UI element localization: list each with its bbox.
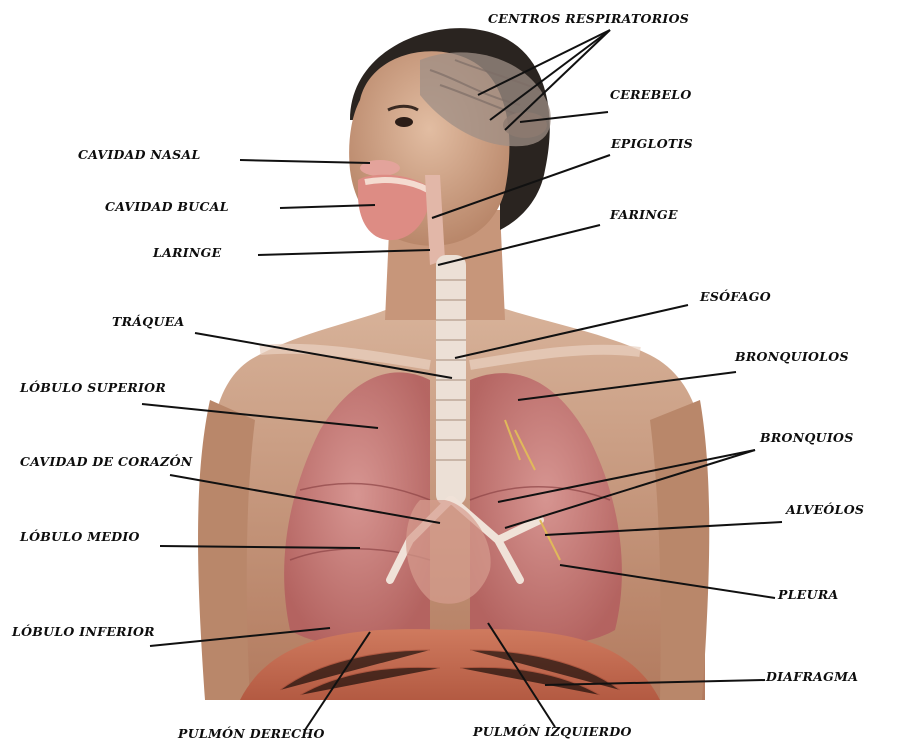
label-cerebelo: CEREBELO [610,88,692,102]
label-lobulo-inferior: LÓBULO INFERIOR [12,625,155,639]
label-laringe: LARINGE [153,246,221,260]
left-arm [198,400,255,700]
label-diafragma: DIAFRAGMA [766,670,858,684]
label-pulmon-izquierdo: PULMÓN IZQUIERDO [473,725,632,739]
label-cavidad-corazon: CAVIDAD DE CORAZÓN [20,455,193,469]
label-cavidad-nasal: CAVIDAD NASAL [78,148,201,162]
label-traquea: TRÁQUEA [112,315,185,329]
label-esofago: ESÓFAGO [700,290,771,304]
label-pulmon-derecho: PULMÓN DERECHO [178,727,325,741]
label-alveolos: ALVEÓLOS [786,503,864,517]
label-centros-respiratorios: CENTROS RESPIRATORIOS [488,12,689,26]
label-bronquiolos: BRONQUIOLOS [735,350,849,364]
label-bronquios: BRONQUIOS [760,431,854,445]
label-lobulo-superior: LÓBULO SUPERIOR [20,381,166,395]
label-pleura: PLEURA [778,588,839,602]
label-lobulo-medio: LÓBULO MEDIO [20,530,140,544]
label-cavidad-bucal: CAVIDAD BUCAL [105,200,229,214]
label-epiglotis: EPIGLOTIS [611,137,693,151]
label-faringe: FARINGE [610,208,678,222]
